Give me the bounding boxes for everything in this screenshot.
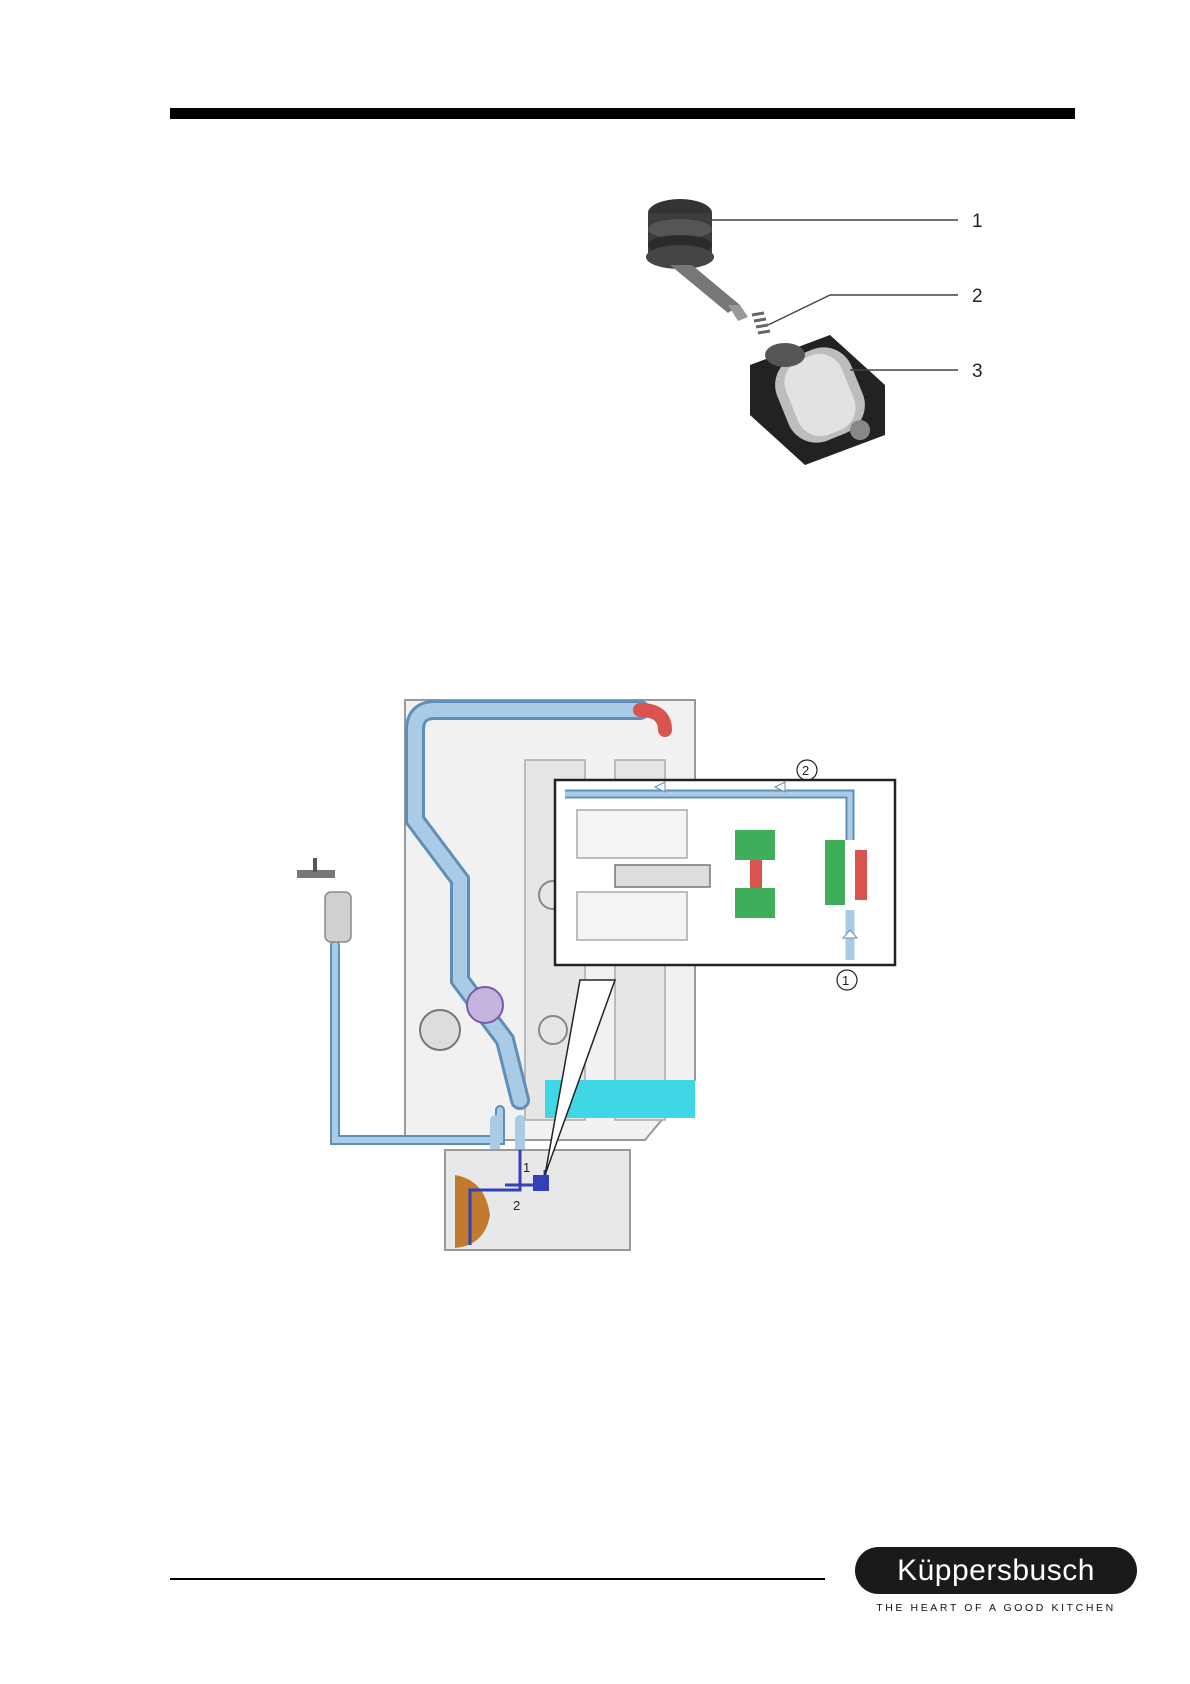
inlet-valve-symbol bbox=[467, 987, 503, 1023]
spring-part bbox=[752, 313, 770, 333]
callout-1: 1 bbox=[972, 211, 983, 232]
callout-3: 3 bbox=[972, 361, 983, 382]
body-callout-2: 2 bbox=[513, 1198, 520, 1213]
water-circuit-diagram: 1 2 2 1 bbox=[295, 680, 945, 1305]
body-callout-1: 1 bbox=[523, 1160, 530, 1175]
footer-rule bbox=[170, 1578, 825, 1580]
plunger-part bbox=[646, 199, 748, 321]
inset-callout-2: 2 bbox=[802, 763, 809, 778]
brand-logo: Küppersbusch bbox=[855, 1547, 1137, 1594]
brand-tagline: THE HEART OF A GOOD KITCHEN bbox=[855, 1602, 1137, 1614]
header-rule bbox=[170, 108, 1075, 119]
inset-callout-1: 1 bbox=[842, 973, 849, 988]
callout-2: 2 bbox=[972, 286, 983, 307]
valve-exploded-view: 1 2 3 bbox=[640, 185, 1080, 505]
water-tap bbox=[297, 858, 351, 942]
valve-detail-inset bbox=[555, 780, 895, 965]
base-unit: 1 2 bbox=[445, 1150, 630, 1250]
solenoid-coil-part bbox=[750, 335, 885, 465]
